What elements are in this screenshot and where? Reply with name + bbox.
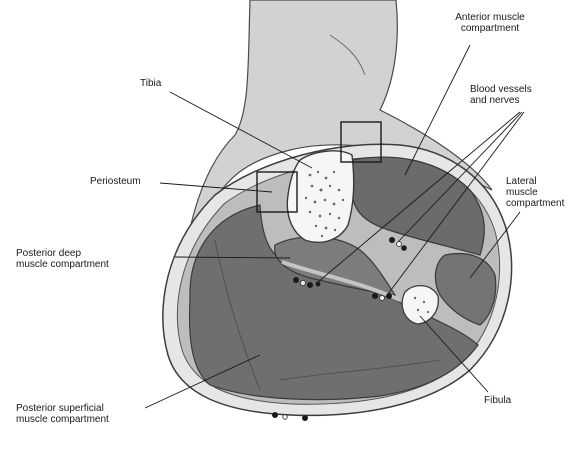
label-posterior-superficial-muscle-compartment: Posterior superficial muscle compartment xyxy=(16,403,109,425)
label-vessels-line1: Blood vessels xyxy=(470,84,532,95)
label-lateral-muscle-compartment: Lateral muscle compartment xyxy=(506,176,564,209)
label-anterior-line2: compartment xyxy=(440,23,540,34)
label-posterior-deep-line1: Posterior deep xyxy=(16,248,109,259)
label-fibula: Fibula xyxy=(484,395,511,406)
label-posterior-superficial-line2: muscle compartment xyxy=(16,414,109,425)
label-posterior-deep-muscle-compartment: Posterior deep muscle compartment xyxy=(16,248,109,270)
label-posterior-superficial-line1: Posterior superficial xyxy=(16,403,109,414)
label-lateral-line3: compartment xyxy=(506,198,564,209)
label-lateral-line2: muscle xyxy=(506,187,564,198)
label-anterior-line1: Anterior muscle xyxy=(440,12,540,23)
label-vessels-line2: and nerves xyxy=(470,95,532,106)
label-posterior-deep-line2: muscle compartment xyxy=(16,259,109,270)
label-anterior-muscle-compartment: Anterior muscle compartment xyxy=(440,12,540,34)
label-tibia: Tibia xyxy=(140,78,161,89)
label-periosteum: Periosteum xyxy=(90,176,141,187)
label-lateral-line1: Lateral xyxy=(506,176,564,187)
label-blood-vessels-and-nerves: Blood vessels and nerves xyxy=(470,84,532,106)
